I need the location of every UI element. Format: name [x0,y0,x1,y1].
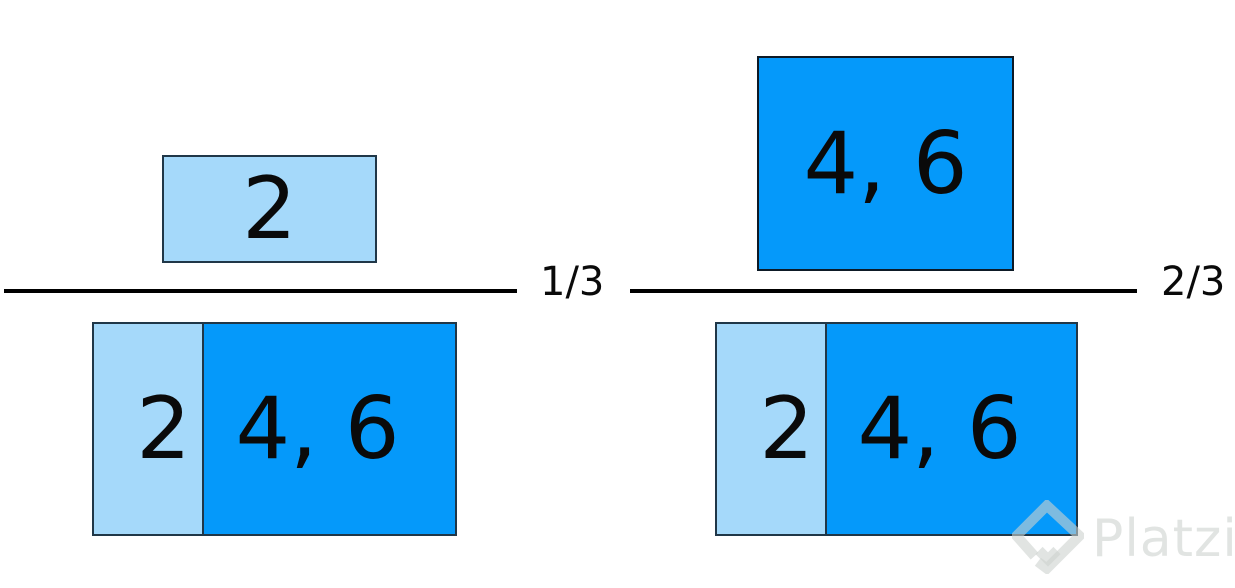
left-denominator-left-label: 2 [136,379,191,479]
left-denominator-right-label: 4, 6 [235,379,400,479]
right-denominator-left-label: 2 [759,379,814,479]
left-denominator-box: 2 4, 6 [92,322,457,536]
platzi-logo-icon [1012,500,1084,574]
left-fraction-bar [4,289,517,293]
left-fraction-result-label: 1/3 [540,259,605,305]
left-numerator-label: 2 [242,159,297,259]
platzi-brand-text: Platzi [1092,509,1235,569]
left-numerator-box: 2 [162,155,377,263]
right-denominator-right-label: 4, 6 [857,379,1022,479]
right-fraction-bar [630,289,1137,293]
right-numerator-box: 4, 6 [757,56,1014,271]
right-denominator-light-segment: 2 [717,324,825,534]
platzi-watermark: Platzi [1012,500,1235,574]
left-denominator-light-segment: 2 [94,324,202,534]
right-numerator-label: 4, 6 [803,113,968,214]
right-fraction-result-label: 2/3 [1161,259,1226,305]
right-denominator-box: 2 4, 6 [715,322,1078,536]
left-denominator-dark-segment: 4, 6 [202,324,455,534]
right-denominator-dark-segment: 4, 6 [825,324,1076,534]
